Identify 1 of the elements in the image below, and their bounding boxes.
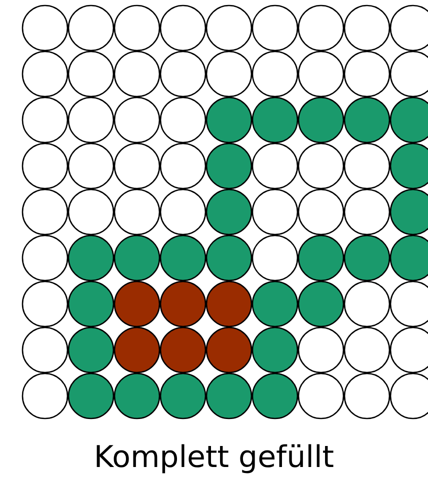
caption: Komplett gefüllt xyxy=(92,440,336,475)
